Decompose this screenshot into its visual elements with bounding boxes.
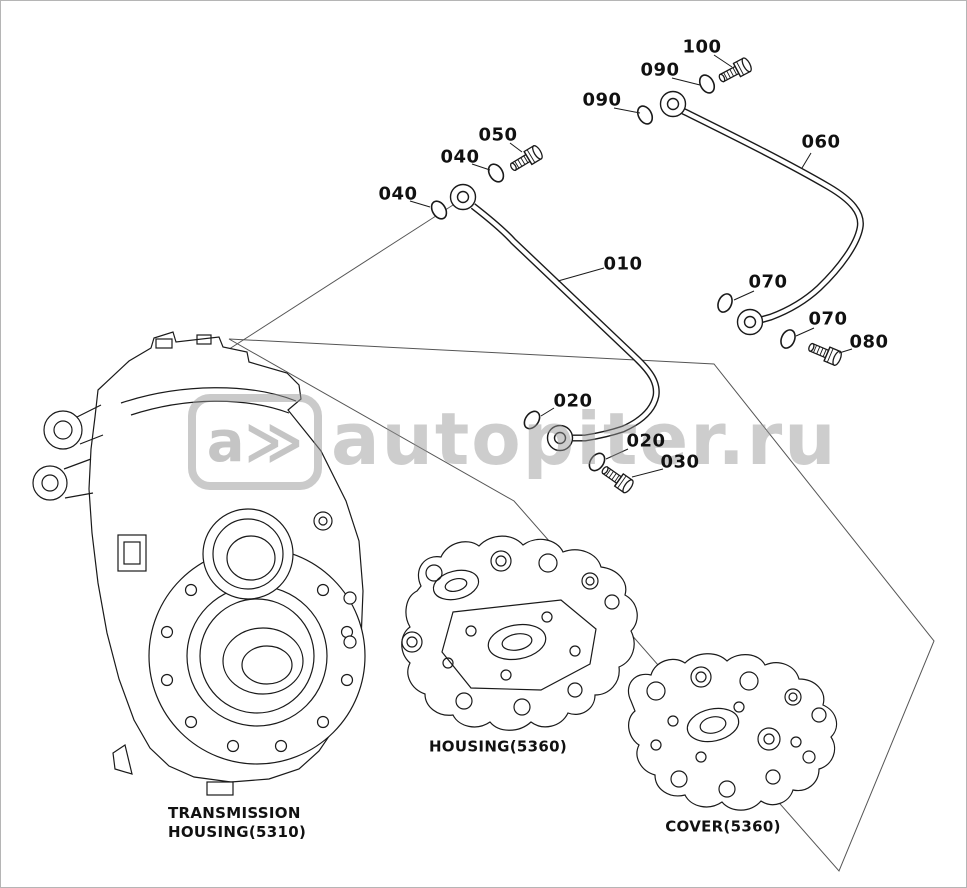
callout-040-a: 040: [440, 146, 480, 168]
callout-080: 080: [849, 331, 889, 353]
callout-100: 100: [682, 36, 722, 58]
caption-housing-5360: HOUSING(5360): [428, 737, 568, 756]
pipe-010: [470, 203, 660, 442]
caption-transmission-housing: TRANSMISSION HOUSING(5310): [168, 804, 306, 842]
banjo-fitting-pipe060-top: [659, 90, 687, 118]
leader-lines: [409, 54, 853, 478]
housing-attachment-line: [222, 204, 454, 354]
housing-5360-drawing: [401, 535, 638, 731]
o-ring-070-lower: [780, 329, 796, 349]
o-ring-040-lower: [430, 200, 448, 220]
o-ring-040-upper: [487, 163, 505, 183]
banjo-fitting-pipe010-top: [449, 183, 477, 211]
banjo-fitting-pipe060-bottom: [736, 308, 764, 336]
callout-030: 030: [660, 451, 700, 473]
caption-transmission-housing-line1: TRANSMISSION: [168, 804, 301, 822]
callout-060: 060: [801, 131, 841, 153]
o-ring-090-lower: [636, 105, 654, 125]
cover-5360-drawing: [627, 653, 838, 811]
callout-070-a: 070: [748, 271, 788, 293]
callout-040-b: 040: [378, 183, 418, 205]
bolt-080: [805, 338, 844, 368]
o-ring-020-lower: [588, 452, 606, 472]
callout-090-b: 090: [582, 89, 622, 111]
callout-070-b: 070: [808, 308, 848, 330]
bolt-100: [715, 56, 754, 87]
o-ring-090-upper: [698, 74, 716, 94]
banjo-fitting-pipe010-bottom: [546, 424, 574, 452]
o-ring-070-upper: [717, 293, 733, 313]
bolt-050: [507, 143, 545, 175]
transmission-housing-drawing: [32, 331, 366, 796]
callout-010: 010: [603, 253, 643, 275]
callout-050: 050: [478, 124, 518, 146]
callout-020-b: 020: [626, 430, 666, 452]
bolt-030: [598, 462, 636, 495]
callout-020-a: 020: [553, 390, 593, 412]
caption-cover-5360: COVER(5360): [665, 817, 781, 836]
caption-transmission-housing-line2: HOUSING(5310): [168, 823, 307, 841]
pipe-060: [681, 107, 864, 325]
callout-090-a: 090: [640, 59, 680, 81]
o-ring-020-upper: [523, 410, 541, 430]
